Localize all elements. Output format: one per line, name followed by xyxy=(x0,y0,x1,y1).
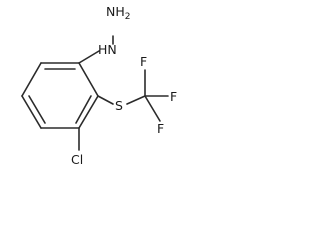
ring-bond-c6-c1 xyxy=(78,62,99,97)
bond-s-to-cf3-carbon xyxy=(126,95,146,105)
bond-cf3-to-f-bottom xyxy=(144,95,161,122)
atom-label-chlorine: Cl xyxy=(71,152,83,167)
atom-label-fluorine-top: F xyxy=(140,54,147,69)
atom-label-nh2: NH2 xyxy=(106,4,130,22)
ring-double-bond-c3-c4 xyxy=(28,95,46,124)
atom-label-sulfur: S xyxy=(115,98,123,113)
atom-label-fluorine-right: F xyxy=(170,89,177,104)
bond-ring-to-nh xyxy=(78,50,100,64)
bond-ring-to-s xyxy=(97,95,114,105)
benzene-ring xyxy=(21,62,99,129)
atom-label-fluorine-bottom: F xyxy=(157,121,164,136)
ring-bond-c5-c6 xyxy=(78,95,99,129)
ring-bond-c2-c3 xyxy=(21,62,42,97)
ring-double-bond-c5-c6 xyxy=(75,95,92,124)
ring-bond-c3-c4 xyxy=(21,95,42,129)
atom-label-hn: HN xyxy=(98,42,117,57)
chemical-structure-diagram: NH2 HN S Cl F F F xyxy=(21,4,177,167)
